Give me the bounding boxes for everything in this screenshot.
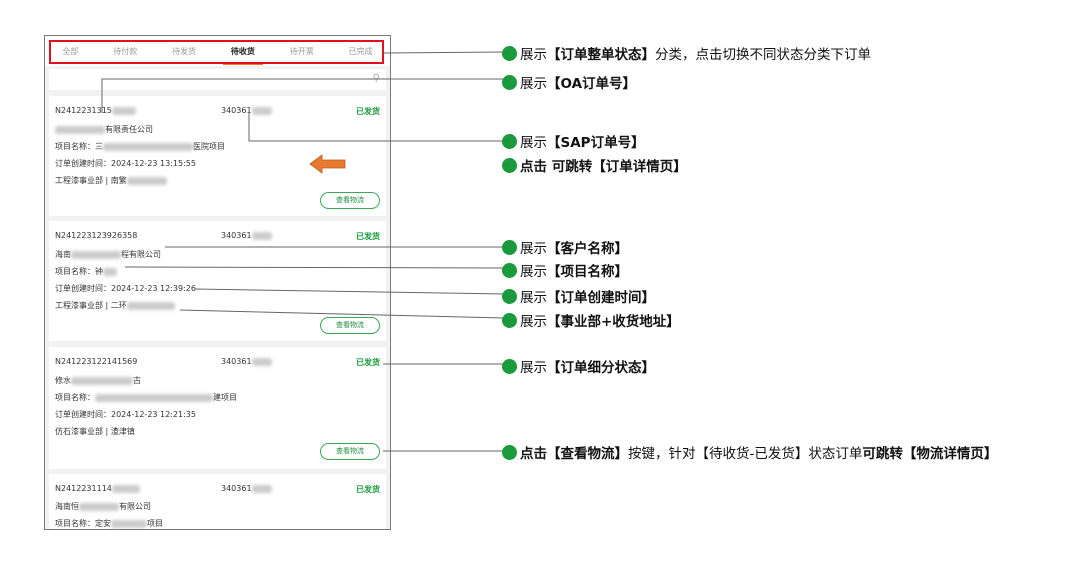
bullet-dot-icon	[502, 45, 517, 61]
dept-address: 仿石漆事业部 | 渣津镇	[55, 427, 135, 436]
dept-address: 工程漆事业部 | 二环	[55, 300, 175, 311]
oa-order-number: N241223123926358	[55, 231, 138, 240]
tab-pending-payment[interactable]: 待付款	[113, 46, 138, 56]
bullet-dot-icon	[502, 262, 517, 278]
annotation-time: 展示【订单创建时间】	[502, 286, 655, 306]
annotation-dept: 展示【事业部+收货地址】	[502, 310, 680, 330]
project-name: 项目名称：三医院项目	[55, 142, 225, 151]
arrow-left-icon	[309, 154, 346, 174]
sap-order-number: 340361	[221, 231, 272, 240]
customer-name: 修水古	[55, 376, 141, 385]
order-card[interactable]: N241223122141569 340361 已发货 修水古 项目名称：建项目…	[49, 347, 386, 469]
oa-order-number: N2412231114	[55, 484, 140, 493]
annotation-tabs: 展示【订单整单状态】分类，点击切换不同状态分类下订单	[502, 43, 871, 63]
create-time: 订单创建时间：2024-12-23 12:39:26	[55, 284, 196, 293]
bullet-dot-icon	[502, 133, 517, 149]
tab-pending-invoice[interactable]: 待开票	[289, 46, 314, 56]
order-status: 已发货	[356, 107, 380, 116]
tab-completed[interactable]: 已完成	[348, 46, 373, 56]
customer-name: 海南恒有限公司	[55, 502, 151, 511]
order-status: 已发货	[356, 358, 380, 367]
dept-address: 工程漆事业部 | 南繁	[55, 175, 167, 186]
sap-order-number: 340361	[221, 106, 272, 115]
annotation-logistics: 点击【查看物流】按键，针对【待收货-已发货】状态订单可跳转【物流详情页】	[502, 442, 997, 462]
oa-order-number: N241223122141569	[55, 357, 138, 366]
sap-order-number: 340361	[221, 484, 272, 493]
tabs-highlight-box	[49, 40, 384, 64]
annotation-status: 展示【订单细分状态】	[502, 356, 655, 376]
view-logistics-button[interactable]: 查看物流	[320, 192, 380, 209]
annotation-project: 展示【项目名称】	[502, 260, 628, 280]
sap-order-number: 340361	[221, 357, 272, 366]
create-time: 订单创建时间：2024-12-23 12:21:35	[55, 410, 196, 419]
bullet-dot-icon	[502, 239, 517, 255]
view-logistics-button[interactable]: 查看物流	[320, 443, 380, 460]
order-card[interactable]: N241223123926358 340361 已发货 海南程有限公司 项目名称…	[49, 221, 386, 341]
order-status: 已发货	[356, 485, 380, 494]
bullet-dot-icon	[502, 74, 517, 90]
customer-name: 有限责任公司	[55, 124, 153, 135]
tab-all[interactable]: 全部	[62, 46, 79, 56]
bullet-dot-icon	[502, 312, 517, 328]
bullet-dot-icon	[502, 288, 517, 304]
annotation-oa: 展示【OA订单号】	[502, 72, 636, 92]
annotation-sap: 展示【SAP订单号】	[502, 131, 645, 151]
create-time: 订单创建时间：2024-12-23 13:15:55	[55, 159, 196, 168]
project-name: 项目名称：钟	[55, 266, 117, 277]
bullet-dot-icon	[502, 444, 517, 460]
bullet-dot-icon	[502, 157, 517, 173]
annotation-detail: 点击 可跳转【订单详情页】	[502, 155, 687, 175]
order-status: 已发货	[356, 232, 380, 241]
project-name: 项目名称：建项目	[55, 393, 237, 402]
tab-pending-shipment[interactable]: 待发货	[172, 46, 197, 56]
order-card[interactable]: N2412231315 340361 已发货 有限责任公司 项目名称：三医院项目…	[49, 96, 386, 216]
order-card[interactable]: N2412231114 340361 已发货 海南恒有限公司 项目名称：定安项目	[49, 474, 386, 529]
annotation-customer: 展示【客户名称】	[502, 237, 628, 257]
bullet-dot-icon	[502, 358, 517, 374]
oa-order-number: N2412231315	[55, 106, 136, 115]
customer-name: 海南程有限公司	[55, 250, 161, 259]
project-name: 项目名称：定安项目	[55, 519, 163, 528]
view-logistics-button[interactable]: 查看物流	[320, 317, 380, 334]
